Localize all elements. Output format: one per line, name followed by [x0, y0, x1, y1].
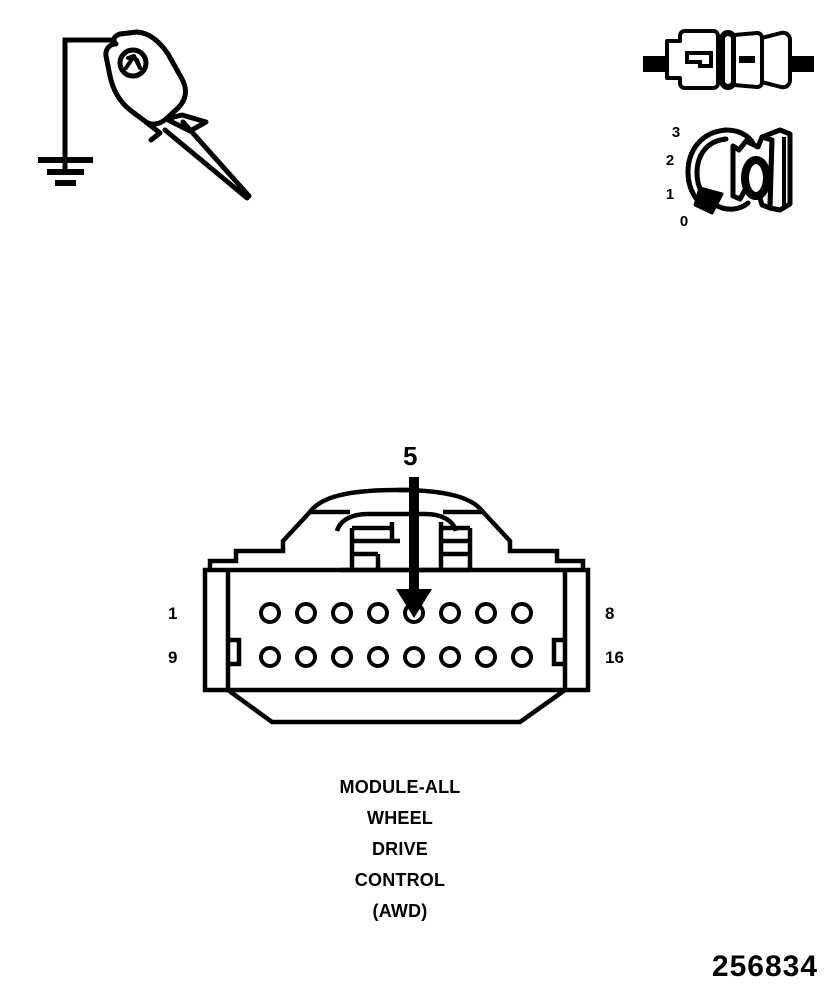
connector-pin-row-top: [259, 602, 533, 624]
probe-thumbwheel-mark: [124, 54, 142, 70]
caption-line-3: DRIVE: [371, 839, 428, 859]
pin-label-top-right: 8: [605, 604, 615, 623]
pin-16: [511, 646, 533, 668]
pin-6: [439, 602, 461, 624]
probe-guard: [163, 112, 209, 134]
connector-notch-left: [228, 637, 242, 667]
connector-shell-top: [207, 509, 350, 570]
connector-latch-arch-right: [397, 487, 485, 514]
pin-12: [367, 646, 389, 668]
pin-11: [331, 646, 353, 668]
pin-label-bottom-right: 16: [605, 648, 624, 667]
pin-3: [331, 602, 353, 624]
pin-15: [475, 646, 497, 668]
probe-guard-stem: [143, 119, 163, 143]
pin-14: [439, 646, 461, 668]
connector-notch-right: [551, 637, 565, 667]
probe-handle-outline: [103, 29, 188, 127]
callout-label-5: 5: [403, 441, 418, 471]
caption-line-5: (AWD): [372, 901, 428, 921]
pin-7: [475, 602, 497, 624]
callout-arrow-pin-5: [396, 477, 432, 618]
probe-needle: [162, 119, 252, 201]
connector-female-slot: [739, 56, 755, 63]
connector-skirt: [226, 688, 567, 725]
connector-shell-top-right: [443, 509, 586, 570]
connector-body-outline: [202, 567, 591, 693]
caption-line-1: MODULE-ALL: [339, 777, 461, 797]
rotary-arrowhead: [693, 186, 724, 215]
probe-thumbwheel: [117, 47, 149, 79]
connector-right-wire: [790, 56, 814, 72]
caption-line-4: CONTROL: [354, 870, 446, 890]
pin-label-top-left: 1: [168, 604, 178, 623]
connector-latch-detail-right: [412, 511, 473, 573]
rotary-knob-zero: [741, 156, 771, 200]
ground-lead-wire: [62, 37, 115, 171]
connector-latch-arch: [308, 487, 412, 514]
connector-female-body: [760, 30, 792, 90]
figure-caption: MODULE-ALL WHEEL DRIVE CONTROL (AWD): [250, 772, 550, 927]
pin-9: [259, 646, 281, 668]
rotary-position-1: 1: [666, 186, 674, 203]
figure-number: 256834: [711, 950, 818, 983]
callout-arrow-head: [396, 589, 432, 618]
rotary-position-3: 3: [672, 124, 680, 141]
rotary-position-0: 0: [680, 213, 688, 230]
rotary-position-2: 2: [666, 152, 674, 169]
callout-arrow-shaft: [409, 477, 419, 602]
pin-4: [367, 602, 389, 624]
pin-8: [511, 602, 533, 624]
pin-label-bottom-left: 9: [168, 648, 178, 667]
connector-male-body: [665, 29, 720, 90]
connector-left-wire: [643, 56, 667, 72]
pin-1: [259, 602, 281, 624]
caption-line-2: WHEEL: [367, 808, 433, 828]
connector-pin-row-bottom: [259, 646, 533, 668]
pin-2: [295, 602, 317, 624]
pin-13: [403, 646, 425, 668]
connector-latch-detail-left: [334, 511, 412, 573]
pin-10: [295, 646, 317, 668]
